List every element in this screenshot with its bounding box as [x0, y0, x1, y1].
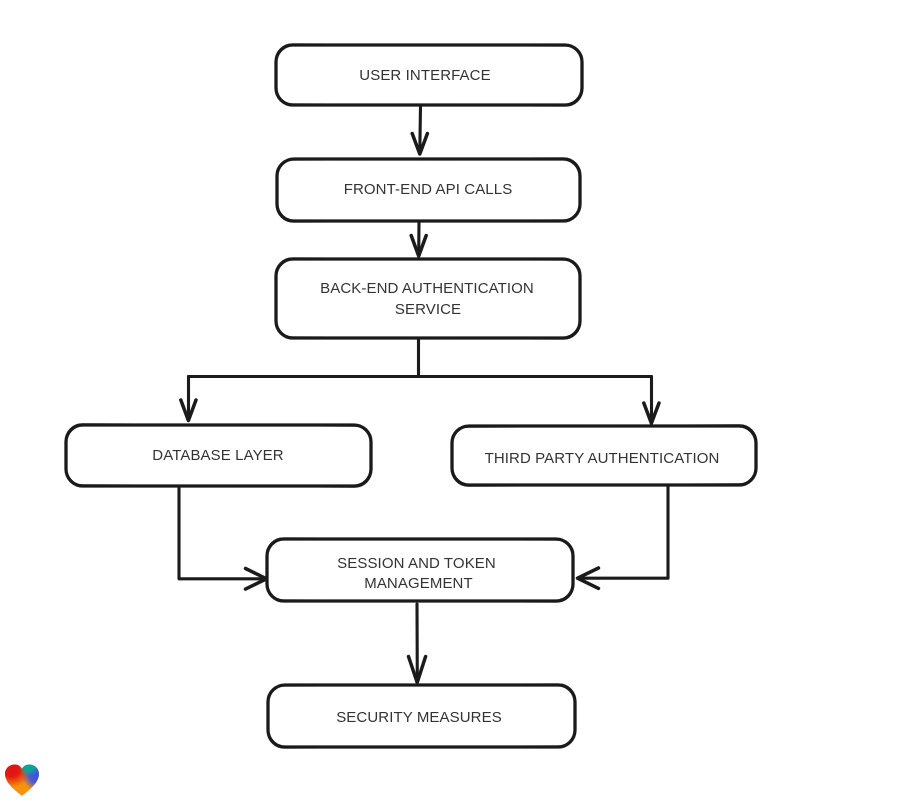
svg-text:SECURITY MEASURES: SECURITY MEASURES	[336, 709, 502, 726]
svg-text:BACK-END AUTHENTICATION: BACK-END AUTHENTICATION	[320, 280, 534, 297]
svg-text:MANAGEMENT: MANAGEMENT	[364, 575, 473, 592]
svg-text:SERVICE: SERVICE	[395, 301, 461, 318]
svg-text:SESSION AND TOKEN: SESSION AND TOKEN	[337, 555, 496, 572]
svg-text:THIRD PARTY AUTHENTICATION: THIRD PARTY AUTHENTICATION	[485, 450, 720, 467]
svg-text:USER INTERFACE: USER INTERFACE	[359, 67, 490, 84]
svg-text:DATABASE LAYER: DATABASE LAYER	[152, 447, 284, 464]
svg-text:FRONT-END API CALLS: FRONT-END API CALLS	[344, 181, 513, 198]
